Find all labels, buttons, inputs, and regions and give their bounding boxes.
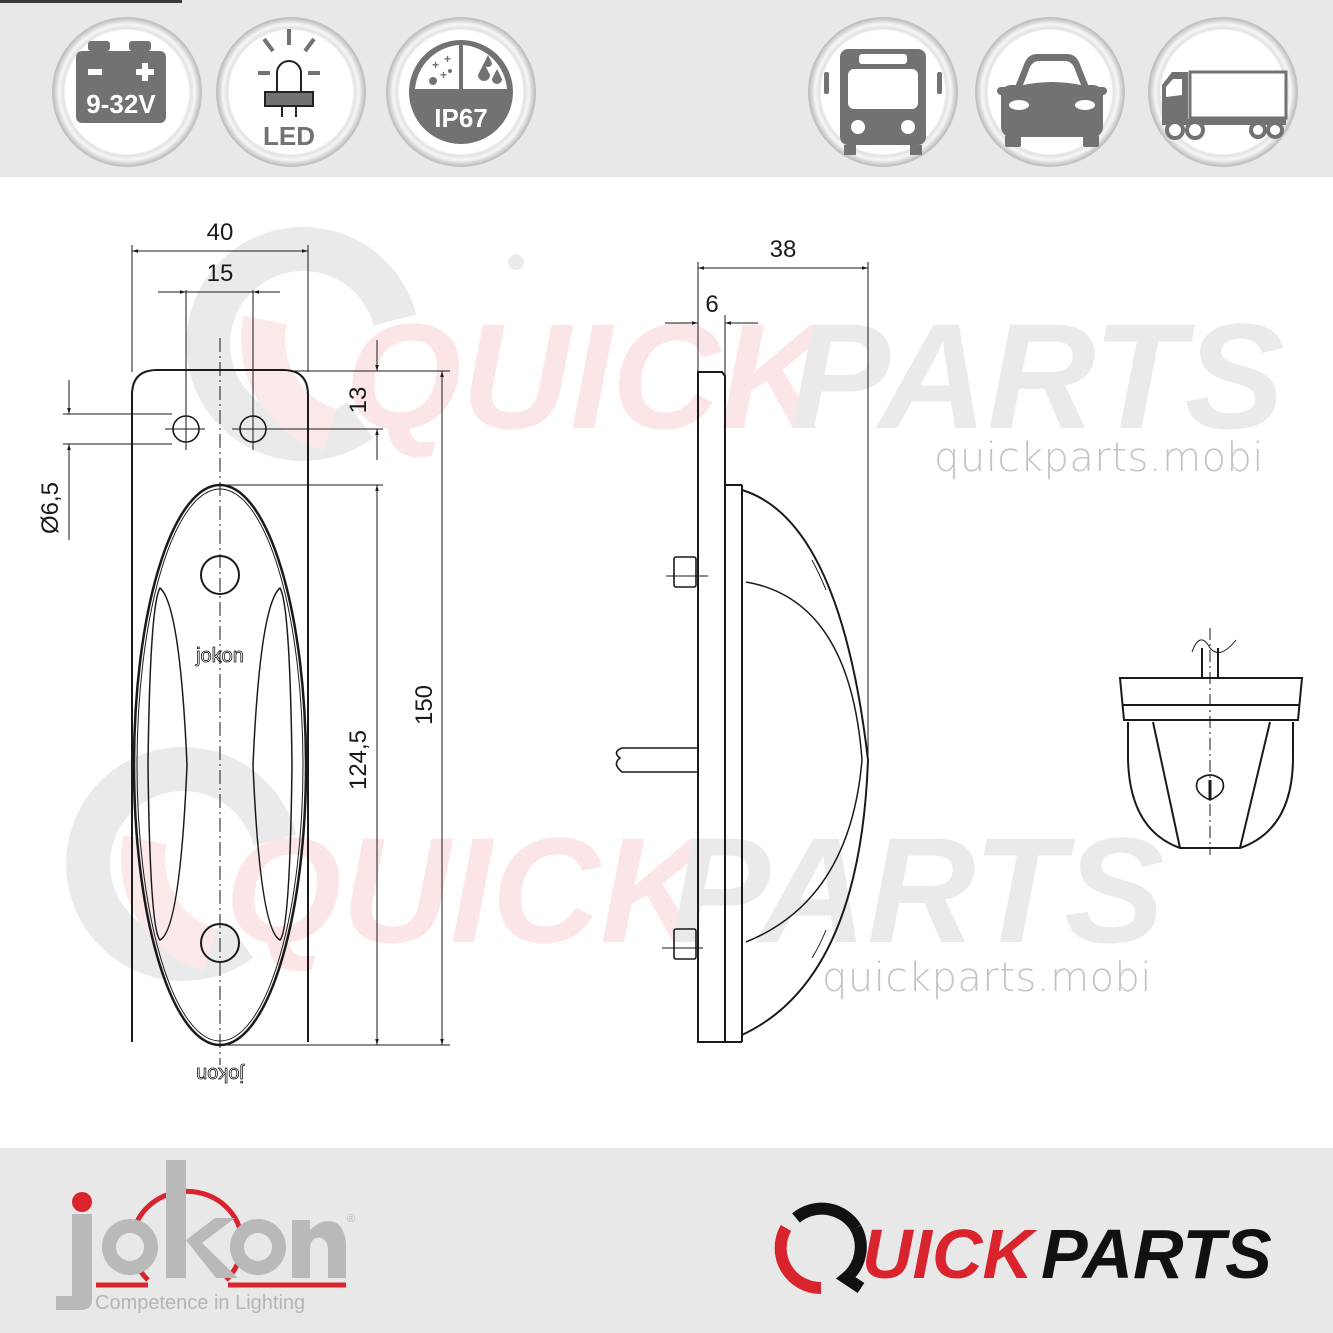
svg-text:jokon: jokon — [195, 645, 244, 667]
dim-lens-length-label: 124,5 — [345, 730, 372, 790]
svg-text:LED: LED — [263, 121, 315, 151]
svg-text:PARTS: PARTS — [670, 806, 1165, 974]
watermark-top: QUICK PARTS — [186, 227, 1285, 461]
jokon-logo: ® — [56, 1160, 355, 1310]
svg-text:PARTS: PARTS — [790, 292, 1285, 460]
quickparts-logo: UICK PARTS — [774, 1202, 1272, 1295]
ip-rating-icon: +++ IP67 — [409, 40, 513, 144]
svg-text:+: + — [440, 68, 447, 82]
svg-text:9-32V: 9-32V — [86, 89, 156, 119]
jokon-tagline: Competence in Lighting — [95, 1292, 306, 1314]
svg-text:UICK: UICK — [862, 1215, 1038, 1293]
dim-total-length-label: 150 — [411, 685, 438, 725]
feature-band: 9-32V LED +++ — [0, 0, 1333, 177]
car-badge — [975, 17, 1125, 167]
svg-text:+: + — [432, 58, 439, 72]
watermark-url-top: quickparts.mobi — [934, 435, 1265, 481]
end-view — [1118, 628, 1304, 855]
battery-icon: 9-32V — [76, 41, 166, 123]
dim-width-label: 40 — [207, 219, 234, 246]
top-divider — [0, 0, 182, 3]
bus-icon — [824, 49, 942, 155]
car-icon — [997, 54, 1107, 147]
dim-hole-offset-label: 13 — [345, 387, 372, 414]
dim-hole-spacing-label: 15 — [207, 260, 234, 287]
truck-icon — [1162, 70, 1288, 140]
truck-badge — [1148, 17, 1298, 167]
front-dimensions — [63, 245, 450, 1046]
svg-text:+: + — [444, 52, 451, 66]
svg-text:jokon: jokon — [196, 1063, 245, 1085]
technical-drawing: QUICK PARTS QUICK PARTS — [0, 177, 1333, 1148]
watermark-bottom: QUICK PARTS — [66, 747, 1165, 981]
dim-depth-label: 38 — [770, 236, 797, 263]
dim-hole-diameter-label: Ø6,5 — [37, 482, 64, 534]
footer-band: ® Competence in Lighting UICK PARTS — [0, 1148, 1333, 1333]
svg-text:QUICK: QUICK — [345, 292, 838, 460]
svg-text:PARTS: PARTS — [1041, 1215, 1272, 1293]
voltage-badge: 9-32V — [52, 17, 202, 167]
bus-badge — [808, 17, 958, 167]
led-badge: LED — [216, 17, 366, 167]
side-dimensions — [665, 262, 869, 760]
front-view — [131, 290, 383, 1065]
dim-base-label: 6 — [705, 291, 718, 318]
ip-badge: +++ IP67 — [386, 17, 536, 167]
led-icon: LED — [258, 29, 320, 151]
svg-text:®: ® — [347, 1213, 355, 1225]
svg-text:QUICK: QUICK — [225, 806, 718, 974]
svg-text:IP67: IP67 — [434, 103, 488, 133]
watermark-url-bottom: quickparts.mobi — [822, 955, 1153, 1001]
